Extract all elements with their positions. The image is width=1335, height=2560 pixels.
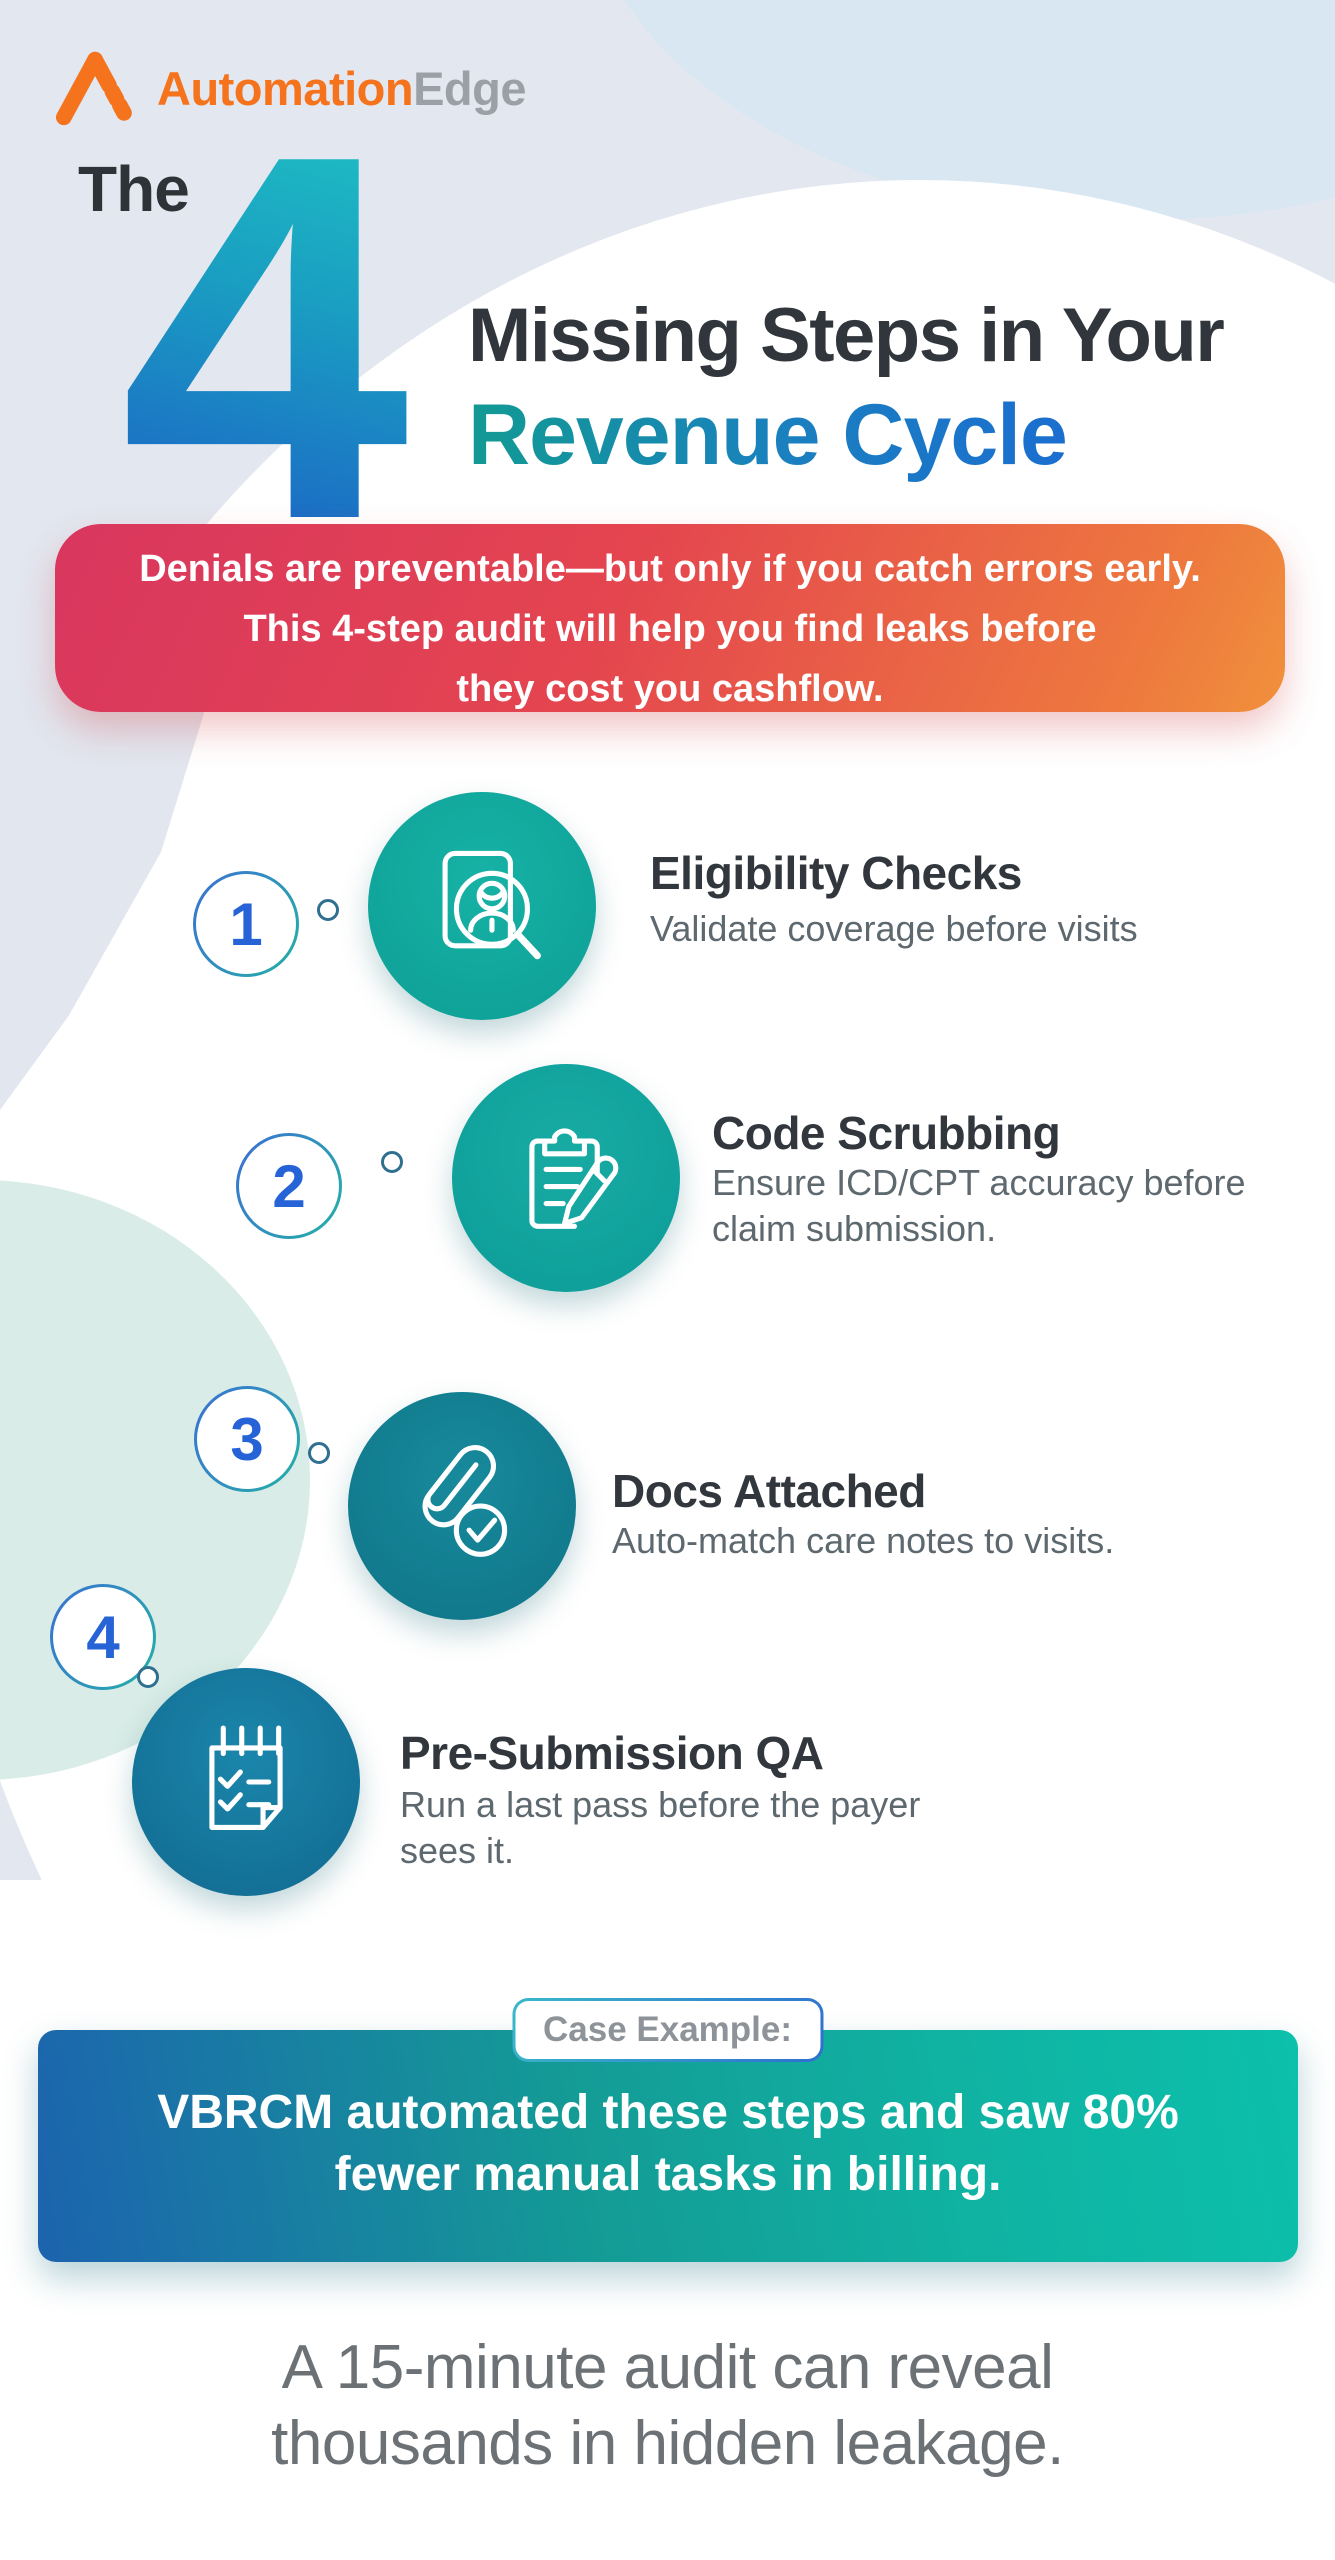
step-2-number: 2	[272, 1152, 306, 1220]
intro-line: This 4-step audit will help you find lea…	[243, 608, 1097, 650]
step-2-description-line: Ensure ICD/CPT accuracy before	[712, 1162, 1246, 1203]
intro-line: they cost you cashflow.	[456, 668, 884, 710]
id-card-search-icon	[411, 835, 553, 977]
headline-title-line1: Missing Steps in Your	[468, 293, 1225, 378]
step-3-description-line: Auto-match care notes to visits.	[612, 1520, 1115, 1561]
connector-dot	[317, 899, 339, 921]
connector-dot	[381, 1151, 403, 1173]
brand-name-secondary: Edge	[413, 61, 526, 115]
step-4-description: Run a last pass before the payer sees it…	[400, 1782, 920, 1874]
step-1-number-badge: 1	[193, 871, 299, 977]
footer-line: A 15-minute audit can reveal	[281, 2333, 1054, 2402]
step-3-number-badge: 3	[194, 1386, 300, 1492]
case-example-line: VBRCM automated these steps and saw 80%	[157, 2086, 1179, 2139]
automationedge-mark-icon	[55, 50, 143, 126]
brand-name-primary: Automation	[157, 62, 414, 115]
step-3-number: 3	[230, 1405, 264, 1473]
case-example-line: fewer manual tasks in billing.	[334, 2148, 1002, 2201]
step-1-description-line: Validate coverage before visits	[650, 908, 1138, 949]
paperclip-check-icon	[391, 1435, 533, 1577]
step-2-icon-circle	[452, 1064, 680, 1292]
headline-title-line2: Revenue Cycle	[468, 387, 1068, 483]
footer-line: thousands in hidden leakage.	[271, 2409, 1064, 2478]
step-2-number-badge: 2	[236, 1133, 342, 1239]
headline-prefix: The	[78, 153, 190, 225]
step-2-description: Ensure ICD/CPT accuracy before claim sub…	[712, 1160, 1246, 1252]
step-1-icon-circle	[368, 792, 596, 1020]
footer-tagline: A 15-minute audit can reveal thousands i…	[0, 2330, 1335, 2482]
checklist-notepad-icon	[175, 1711, 317, 1853]
intro-line: Denials are preventable—but only if you …	[139, 548, 1201, 590]
step-4-title: Pre-Submission QA	[400, 1727, 824, 1779]
connector-dot	[137, 1666, 159, 1688]
step-1-number: 1	[229, 890, 263, 958]
brand-name: AutomationEdge	[157, 61, 526, 116]
step-3-title: Docs Attached	[612, 1465, 926, 1517]
brand-logo: AutomationEdge	[55, 50, 526, 126]
connector-dot	[308, 1442, 330, 1464]
step-3-icon-circle	[348, 1392, 576, 1620]
step-4-description-line: sees it.	[400, 1830, 515, 1871]
step-1-description: Validate coverage before visits	[650, 906, 1138, 952]
headline-big-number: 4	[120, 47, 410, 628]
case-example-banner: VBRCM automated these steps and saw 80% …	[38, 2030, 1298, 2262]
step-4-number-badge: 4	[50, 1584, 156, 1690]
step-4-icon-circle	[132, 1668, 360, 1896]
step-2-description-line: claim submission.	[712, 1208, 997, 1249]
intro-banner-text: Denials are preventable—but only if you …	[55, 539, 1285, 719]
step-1-title: Eligibility Checks	[650, 847, 1022, 899]
case-example-badge: Case Example:	[512, 1998, 823, 2062]
step-3-description: Auto-match care notes to visits.	[612, 1518, 1114, 1564]
step-2-title: Code Scrubbing	[712, 1107, 1061, 1159]
case-example-text: VBRCM automated these steps and saw 80% …	[38, 2082, 1298, 2206]
step-4-description-line: Run a last pass before the payer	[400, 1784, 921, 1825]
step-4-number: 4	[86, 1603, 120, 1671]
clipboard-pencil-icon	[495, 1107, 637, 1249]
intro-banner: Denials are preventable—but only if you …	[55, 524, 1285, 712]
